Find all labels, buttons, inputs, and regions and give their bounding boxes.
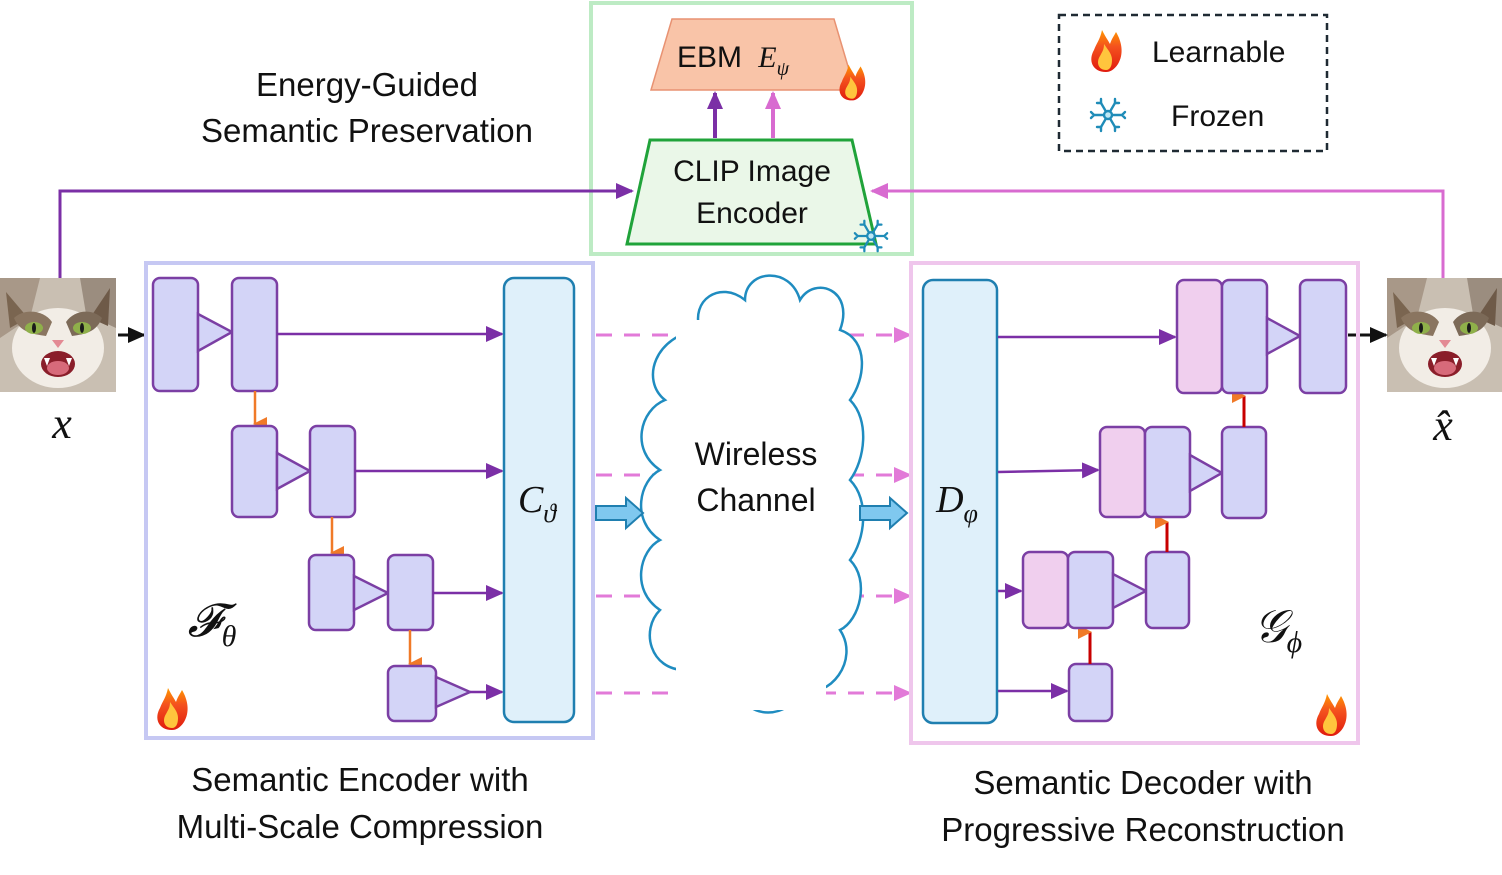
clip-label-line2: Encoder bbox=[696, 197, 808, 230]
dec-block-1-pink bbox=[1175, 278, 1224, 395]
output-cat-image bbox=[1387, 278, 1502, 392]
ebm-label-text: EBM bbox=[677, 41, 742, 74]
legend-frozen: Frozen bbox=[1171, 100, 1264, 133]
decompression-symbol-sub: φ bbox=[964, 499, 978, 528]
decoder-flame-icon bbox=[1316, 694, 1347, 736]
input-to-clip-line bbox=[58, 183, 634, 278]
encoder-to-channel-arrow bbox=[595, 495, 645, 531]
legend-flame-icon bbox=[1091, 30, 1122, 72]
dec-triangle-3 bbox=[1111, 571, 1149, 611]
cloud-mask bbox=[676, 320, 826, 710]
compression-symbol-sub: ϑ bbox=[543, 499, 557, 528]
enc-triangle-1 bbox=[196, 311, 235, 354]
dec-block-3b bbox=[1144, 550, 1191, 630]
enc-block-2b bbox=[308, 424, 357, 519]
enc-block-1b bbox=[230, 276, 279, 393]
dec-block-3a bbox=[1066, 550, 1115, 630]
legend-box bbox=[1057, 13, 1329, 153]
channel-label-line2: Channel bbox=[696, 482, 815, 518]
channel-to-decoder-arrow bbox=[859, 495, 909, 531]
top-caption-line2: Semantic Preservation bbox=[201, 112, 533, 149]
dec-block-2b bbox=[1220, 425, 1268, 520]
clip-label-line1: CLIP Image bbox=[673, 155, 831, 188]
dec-block-1a bbox=[1220, 278, 1269, 395]
dec-block-1b bbox=[1298, 278, 1348, 395]
decoder-box bbox=[909, 261, 1360, 745]
legend-learnable: Learnable bbox=[1152, 36, 1285, 69]
dec-block-4 bbox=[1067, 662, 1114, 723]
input-label: x bbox=[51, 399, 72, 448]
enc-triangle-3 bbox=[352, 573, 391, 613]
decoder-symbol: 𝒢ϕ bbox=[1254, 601, 1302, 659]
compression-module bbox=[502, 276, 576, 724]
legend-snowflake-icon bbox=[1089, 97, 1127, 133]
encoder-symbol: 𝓕θ bbox=[188, 595, 238, 653]
dec-block-2-pink bbox=[1098, 425, 1147, 519]
enc-block-3a bbox=[307, 553, 356, 632]
encoder-flame-icon bbox=[157, 688, 188, 730]
encoder-symbol-sub: θ bbox=[222, 620, 237, 653]
clip-ebm-group-box bbox=[589, 1, 914, 256]
decoder-caption-line2: Progressive Reconstruction bbox=[941, 811, 1345, 848]
encoder-caption-line1: Semantic Encoder with bbox=[191, 761, 529, 798]
channel-label-line1: Wireless bbox=[695, 436, 818, 472]
enc-block-1a bbox=[151, 276, 200, 393]
enc-triangle-2 bbox=[275, 450, 313, 492]
dec-block-2a bbox=[1143, 425, 1192, 519]
dec-block-3-pink bbox=[1021, 550, 1070, 630]
decoder-caption-line1: Semantic Decoder with bbox=[973, 764, 1312, 801]
encoder-caption-line2: Multi-Scale Compression bbox=[177, 808, 544, 845]
output-label: x̂ bbox=[1432, 401, 1453, 450]
enc-triangle-4 bbox=[434, 675, 474, 709]
ebm-subscript: ψ bbox=[777, 58, 790, 80]
dec-triangle-1 bbox=[1265, 315, 1303, 357]
dec-in-2 bbox=[997, 462, 1100, 479]
compression-symbol-main: C bbox=[518, 479, 544, 521]
decompression-symbol-main: D bbox=[935, 479, 963, 521]
output-to-clip-line bbox=[870, 183, 1445, 278]
enc-block-3b bbox=[386, 553, 435, 632]
decompression-module bbox=[921, 278, 999, 725]
input-cat-image bbox=[0, 278, 116, 392]
encoder-box bbox=[144, 261, 595, 740]
compression-symbol: Cϑ bbox=[518, 479, 557, 528]
decoder-symbol-sub: ϕ bbox=[1287, 626, 1303, 659]
ebm-label: EBM Eψ bbox=[677, 41, 790, 80]
enc-block-4 bbox=[386, 664, 438, 723]
enc-block-2a bbox=[230, 424, 279, 519]
decompression-symbol: Dφ bbox=[935, 479, 978, 528]
dec-triangle-2 bbox=[1188, 452, 1225, 494]
ebm-symbol: E bbox=[757, 41, 776, 74]
top-caption-line1: Energy-Guided bbox=[256, 66, 478, 103]
